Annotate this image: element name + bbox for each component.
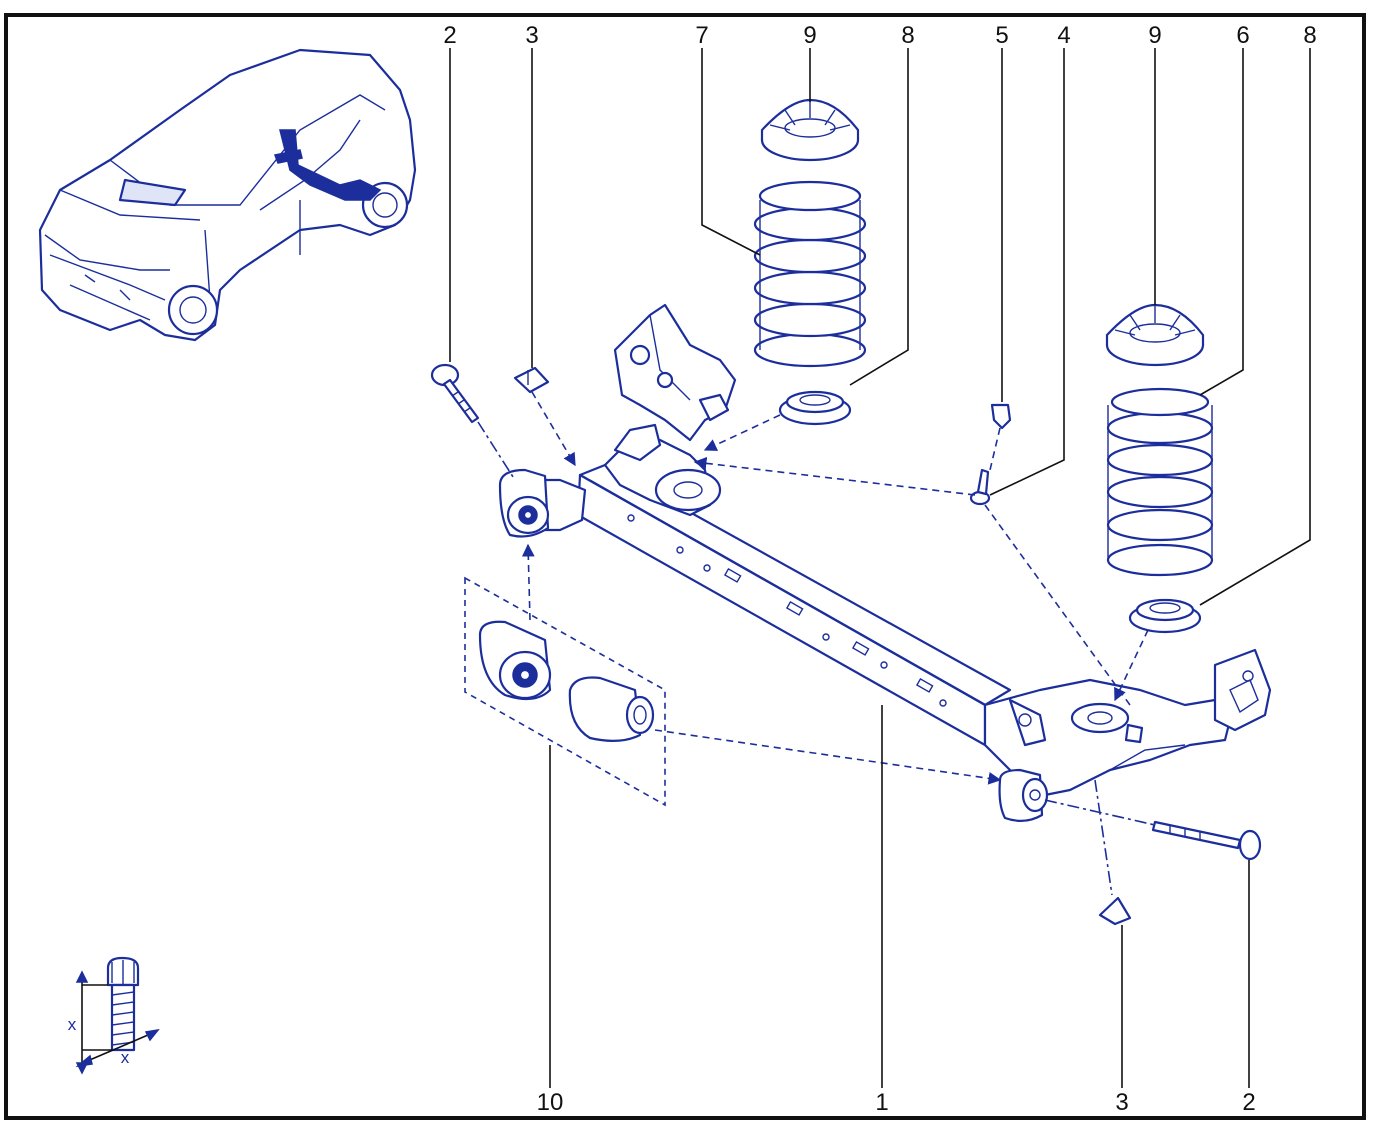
rear-axle-beam <box>498 303 1272 822</box>
assembly-paths <box>477 391 1156 896</box>
pivot-bolt-left <box>430 363 480 424</box>
callout-7: 7 <box>695 22 708 49</box>
callout-2-top: 2 <box>443 22 456 49</box>
spring-seat-lower-left <box>778 390 852 426</box>
bolt-4 <box>969 468 991 506</box>
callout-1: 1 <box>875 1089 888 1116</box>
dimension-label-horizontal: x <box>121 1048 130 1067</box>
callout-2-bottom: 2 <box>1242 1089 1255 1116</box>
dimension-label-vertical: x <box>68 1015 77 1034</box>
bushing-kit <box>464 576 666 807</box>
callout-6: 6 <box>1236 22 1249 49</box>
nut-5 <box>990 403 1012 430</box>
coil-spring-right <box>1106 387 1214 577</box>
bolt-length-dimension-icon: x x <box>68 956 160 1075</box>
spring-seat-upper-right <box>1105 303 1205 367</box>
clip-top <box>513 366 550 394</box>
callout-3-bottom: 3 <box>1115 1089 1128 1116</box>
spring-seat-upper-left <box>760 98 860 162</box>
coil-spring-left <box>753 180 867 368</box>
clip-bottom <box>1098 896 1132 926</box>
callout-5: 5 <box>995 22 1008 49</box>
spring-seat-lower-right <box>1128 598 1202 634</box>
leader-lines <box>449 48 1311 1088</box>
callout-4: 4 <box>1057 22 1070 49</box>
callout-3-top: 3 <box>525 22 538 49</box>
callout-10: 10 <box>537 1089 564 1116</box>
pivot-bolt-right <box>1151 820 1262 861</box>
callout-8-right: 8 <box>1303 22 1316 49</box>
callout-9-right: 9 <box>1148 22 1161 49</box>
vehicle-location-illustration <box>38 48 417 342</box>
callout-8-left: 8 <box>901 22 914 49</box>
callout-9-left: 9 <box>803 22 816 49</box>
